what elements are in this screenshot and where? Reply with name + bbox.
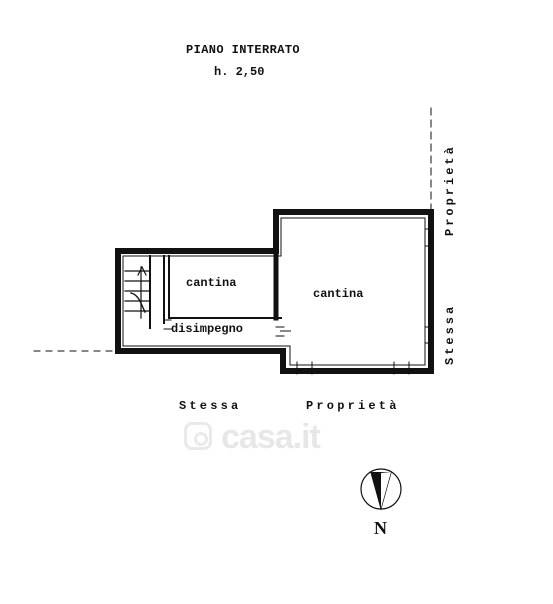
door-marker-right-upper [424,228,432,247]
right-boundary-label-stessa: Stessa [443,303,457,365]
bottom-boundary-label-proprieta: Proprietà [306,399,400,413]
outer-wall-south [115,248,300,374]
room-label-disimpegno: disimpegno [171,322,244,336]
bottom-boundary-label-stessa: Stessa [179,399,242,413]
height-label: h. 2,50 [214,65,265,79]
stair-curve [130,292,146,313]
watermark-text: casa.it [221,418,321,456]
stair-runner [137,266,147,319]
window-marker-left [296,361,313,375]
door-marker-left [163,319,172,330]
room-label-cantina-small: cantina [186,276,237,290]
window-marker-right [393,361,410,375]
right-boundary-label-proprieta: Proprietà [443,144,457,236]
watermark-house-icon [184,422,212,450]
door-marker-center [275,326,285,337]
door-marker-right-lower [424,326,432,344]
casa-watermark: casa.it [180,418,370,460]
inner-walls [122,217,426,366]
stair-treads [124,270,151,312]
north-label: N [374,518,387,538]
corridor-wall [163,255,282,324]
room-label-cantina-large: cantina [313,287,364,301]
plan-title: PIANO INTERRATO [186,43,301,57]
north-arrow-light-half [381,472,391,508]
